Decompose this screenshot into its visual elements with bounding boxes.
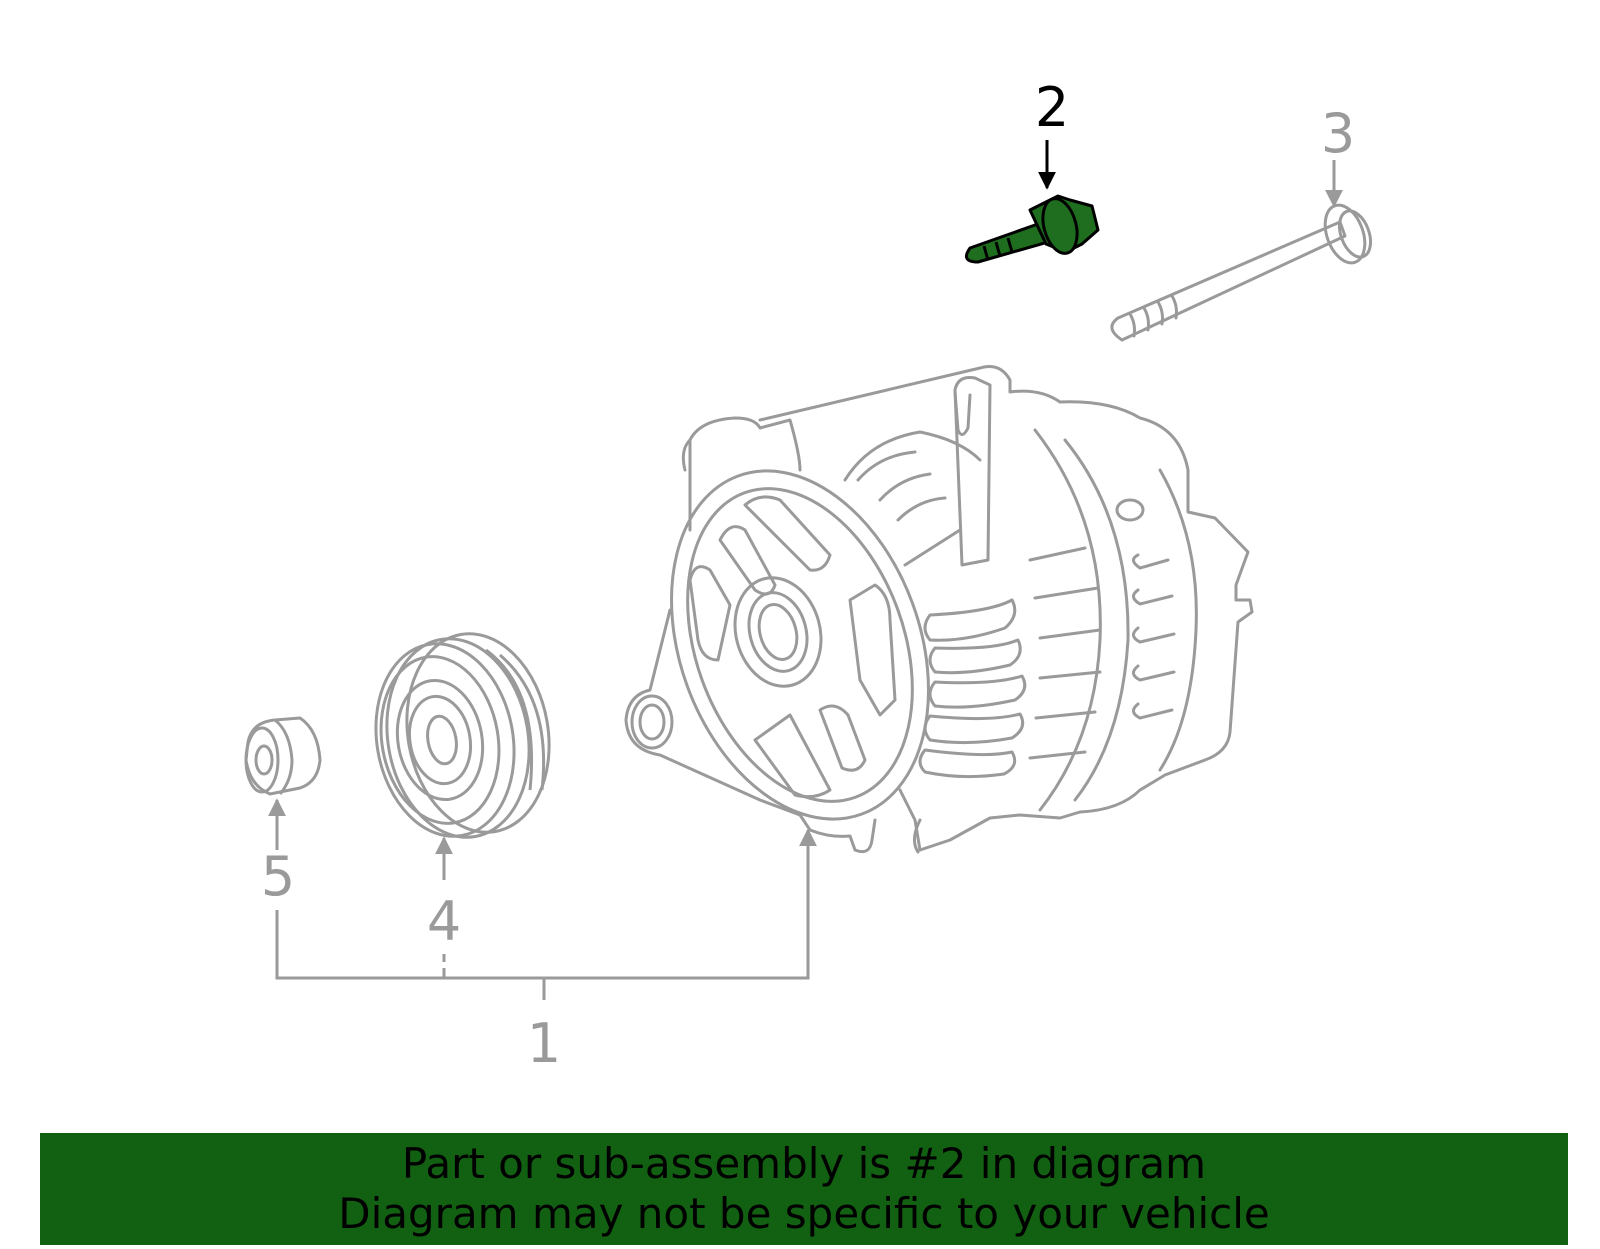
leader-lines [268,160,1343,1000]
callout-2: 2 [1035,76,1069,139]
banner-line-1: Part or sub-assembly is #2 in diagram [401,1139,1207,1188]
bolt-highlighted [964,194,1100,264]
callout-1: 1 [527,1012,561,1075]
upper-vanes [843,430,982,567]
alternator [624,365,1254,854]
rear-slots [1115,498,1176,720]
nut [244,716,322,796]
callout-4: 4 [427,890,461,953]
stator-fins [1028,546,1102,760]
callout-3: 3 [1321,102,1355,165]
callout-5: 5 [261,845,295,908]
banner-line-2: Diagram may not be specific to your vehi… [338,1189,1270,1238]
pulley [374,632,551,839]
mid-vents [918,598,1027,779]
long-bolt [1110,203,1373,342]
info-banner: Part or sub-assembly is #2 in diagram Di… [40,1133,1568,1245]
